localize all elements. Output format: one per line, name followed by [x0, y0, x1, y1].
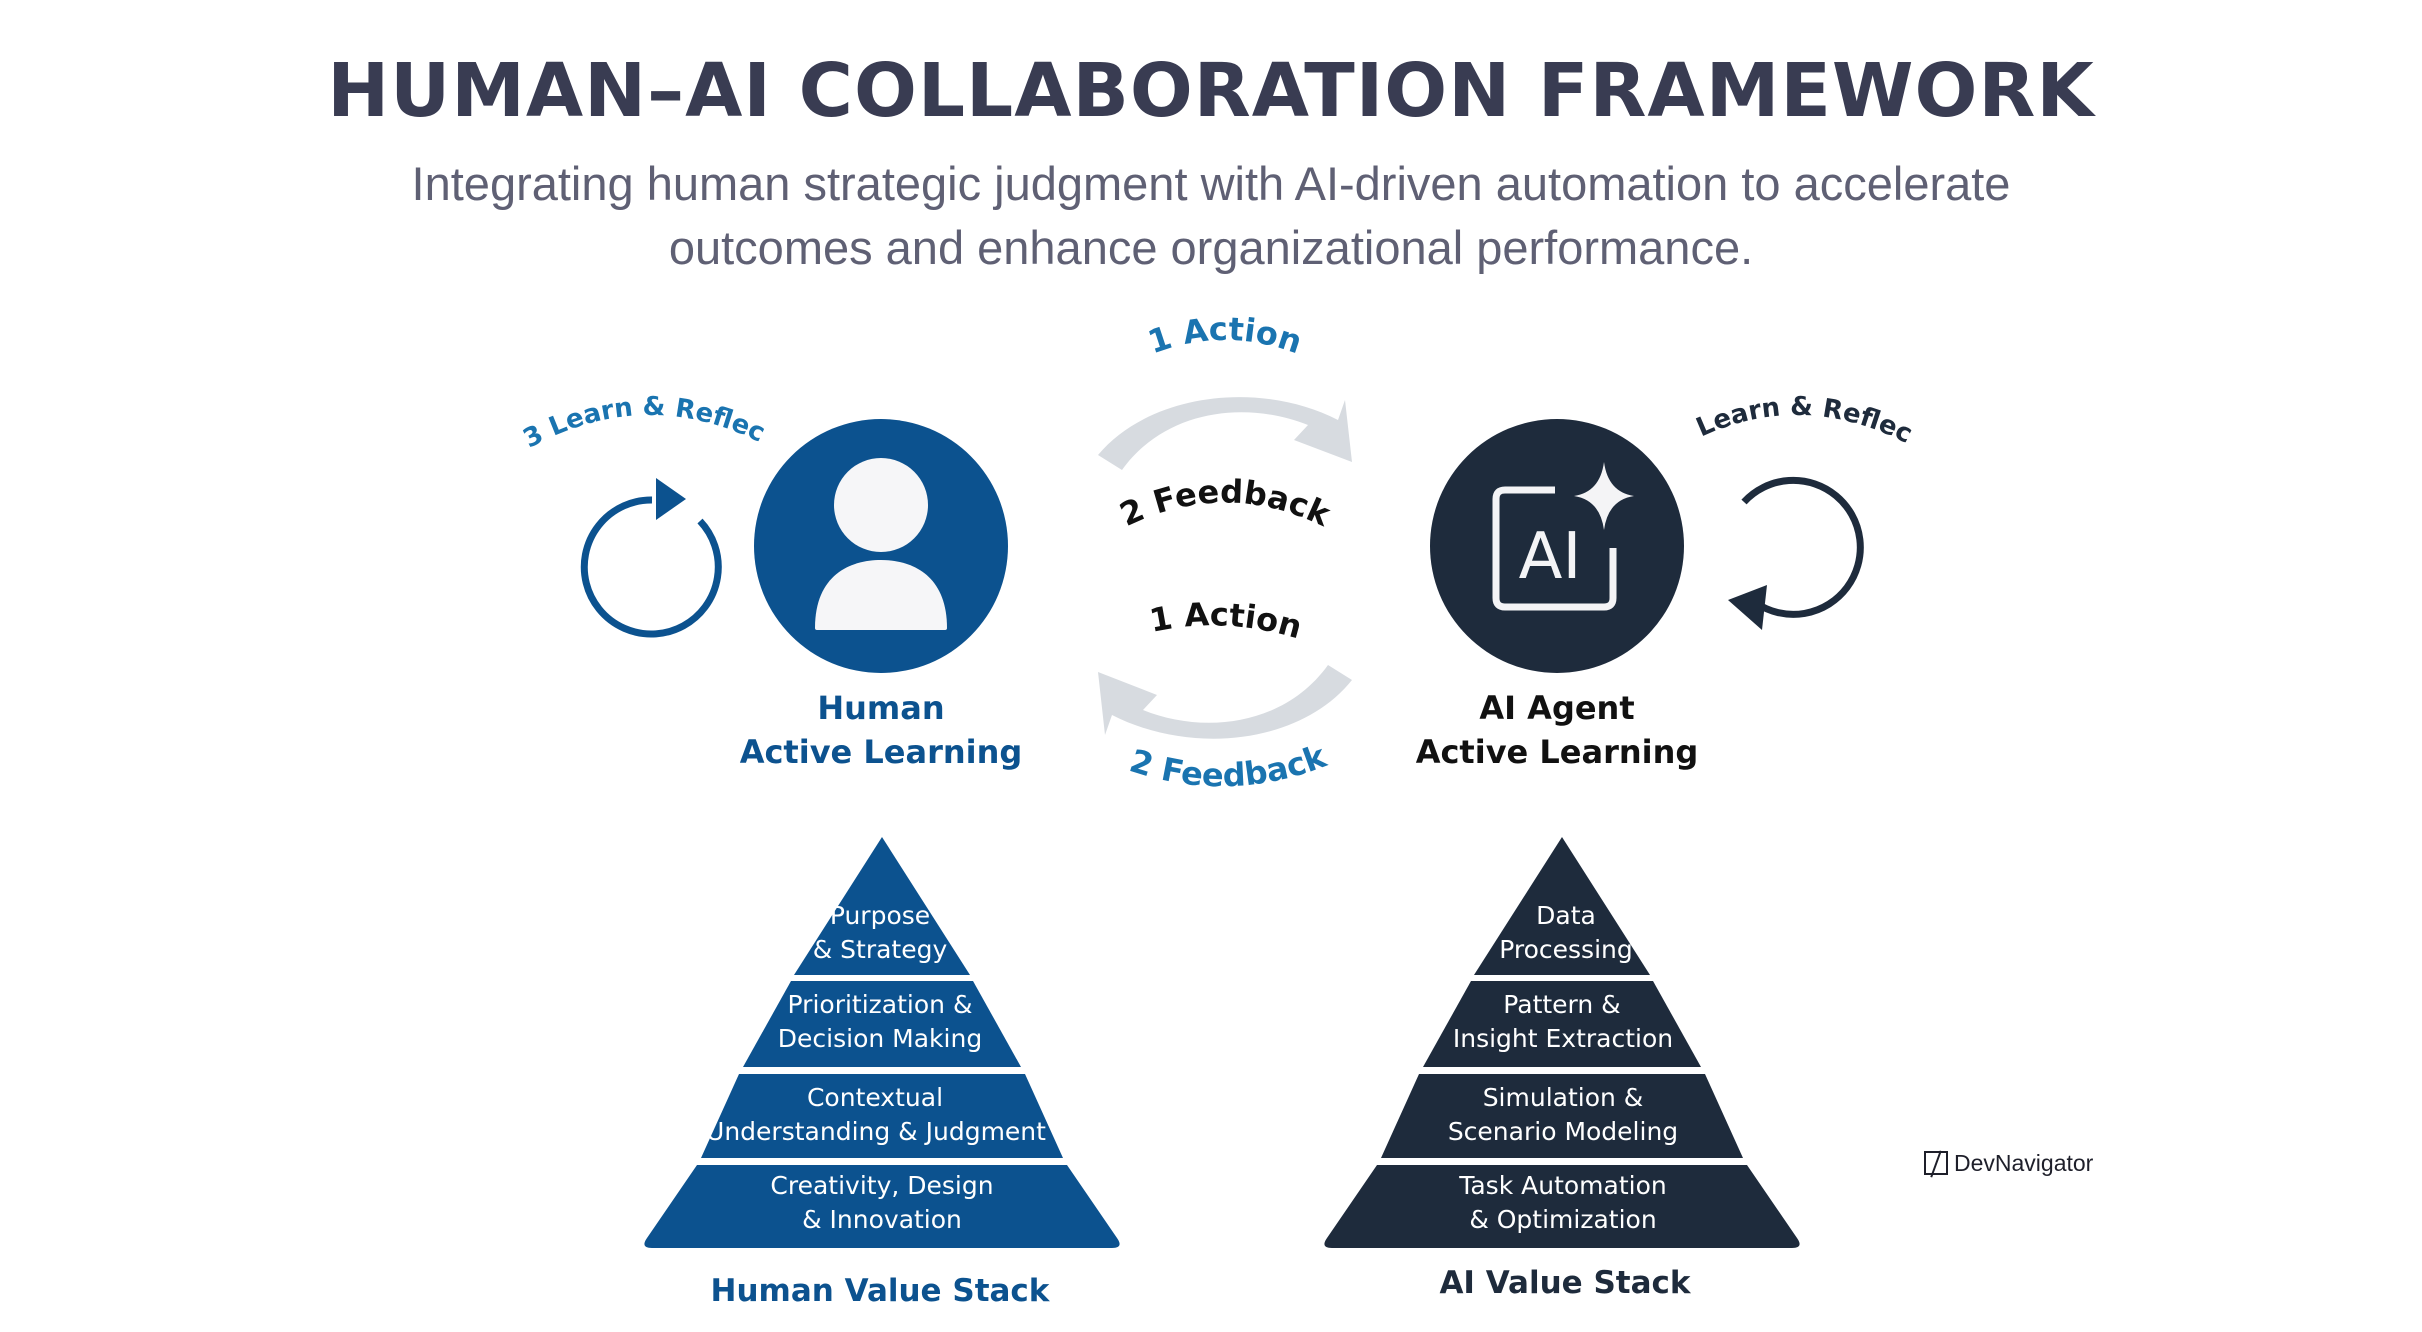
ai-layer-3-line-1: Simulation & — [1483, 1083, 1644, 1112]
feedback-arrow-bottom — [1098, 665, 1352, 739]
page-title: HUMAN–AI COLLABORATION FRAMEWORK — [327, 48, 2095, 134]
ai-label-line-2: Active Learning — [1415, 733, 1699, 771]
ai-stack-title: AI Value Stack — [1439, 1265, 1691, 1301]
human-layer-1-line-2: & Strategy — [813, 935, 948, 964]
page-subtitle: Integrating human strategic judgment wit… — [311, 152, 2111, 280]
human-layer-2-line-1: Prioritization & — [788, 990, 973, 1019]
ai-layer-2 — [1423, 981, 1701, 1067]
human-label-line-1: Human — [817, 689, 945, 727]
human-layer-2-line-2: Decision Making — [778, 1024, 982, 1053]
human-layer-4 — [644, 1165, 1120, 1248]
ai-layer-3-line-2: Scenario Modeling — [1448, 1117, 1678, 1146]
human-layer-3 — [701, 1074, 1063, 1158]
human-layer-1 — [794, 837, 970, 975]
ai-avatar: AI — [1430, 419, 1684, 673]
human-layer-2 — [743, 981, 1021, 1067]
human-layer-4-line-2: & Innovation — [802, 1205, 962, 1234]
ai-icon-text: AI — [1519, 520, 1582, 594]
ai-layer-4-line-1: Task Automation — [1458, 1171, 1667, 1200]
human-reflect-label: 3 Learn & Reflect — [0, 0, 770, 454]
human-value-pyramid: Purpose & Strategy Prioritization & Deci… — [644, 837, 1120, 1248]
human-layer-1-line-1: Purpose — [830, 901, 930, 930]
devnavigator-logo: DevNavigator — [1924, 1146, 2124, 1180]
logo-text: DevNavigator — [1954, 1149, 2094, 1176]
top-action-label: 1 Action — [1143, 310, 1307, 361]
human-avatar — [754, 419, 1008, 673]
ai-layer-3 — [1381, 1074, 1743, 1158]
ai-reflect-label: 3 Learn & Reflect — [0, 0, 1917, 450]
ai-layer-2-line-1: Pattern & — [1503, 990, 1620, 1019]
human-reflect-cycle-icon — [580, 478, 722, 638]
ai-layer-1-line-1: Data — [1536, 901, 1596, 930]
subtitle-line-1: Integrating human strategic judgment wit… — [411, 157, 2011, 210]
subtitle-line-2: outcomes and enhance organizational perf… — [668, 221, 1754, 274]
ai-agent-label: AI Agent Active Learning — [1402, 686, 1712, 774]
ai-layer-4 — [1324, 1165, 1800, 1248]
human-label-line-2: Active Learning — [739, 733, 1023, 771]
top-feedback-label: 2 Feedback — [1114, 472, 1336, 534]
person-icon — [815, 458, 947, 630]
ai-layer-4-line-2: & Optimization — [1469, 1205, 1656, 1234]
human-agent-label: Human Active Learning — [731, 686, 1031, 774]
human-layer-3-line-1: Contextual — [807, 1083, 943, 1112]
ai-label-line-1: AI Agent — [1479, 689, 1635, 727]
human-stack-title: Human Value Stack — [710, 1273, 1050, 1309]
ai-sparkle-icon: AI — [1492, 462, 1634, 611]
ai-layer-2-line-2: Insight Extraction — [1453, 1024, 1673, 1053]
human-layer-4-line-1: Creativity, Design — [770, 1171, 993, 1200]
human-layer-3-line-2: Understanding & Judgment — [706, 1117, 1046, 1146]
ai-value-pyramid: Data Processing Pattern & Insight Extrac… — [1324, 837, 1800, 1248]
bottom-action-label: 1 Action — [1147, 595, 1307, 646]
action-arrow-top — [1098, 397, 1352, 470]
bottom-feedback-label: 2 Feedback — [1125, 737, 1331, 795]
ai-reflect-cycle-icon — [1728, 476, 1864, 630]
ai-layer-1-line-2: Processing — [1499, 935, 1633, 964]
logo-mark-icon — [1924, 1151, 1948, 1175]
ai-layer-1 — [1474, 837, 1650, 975]
